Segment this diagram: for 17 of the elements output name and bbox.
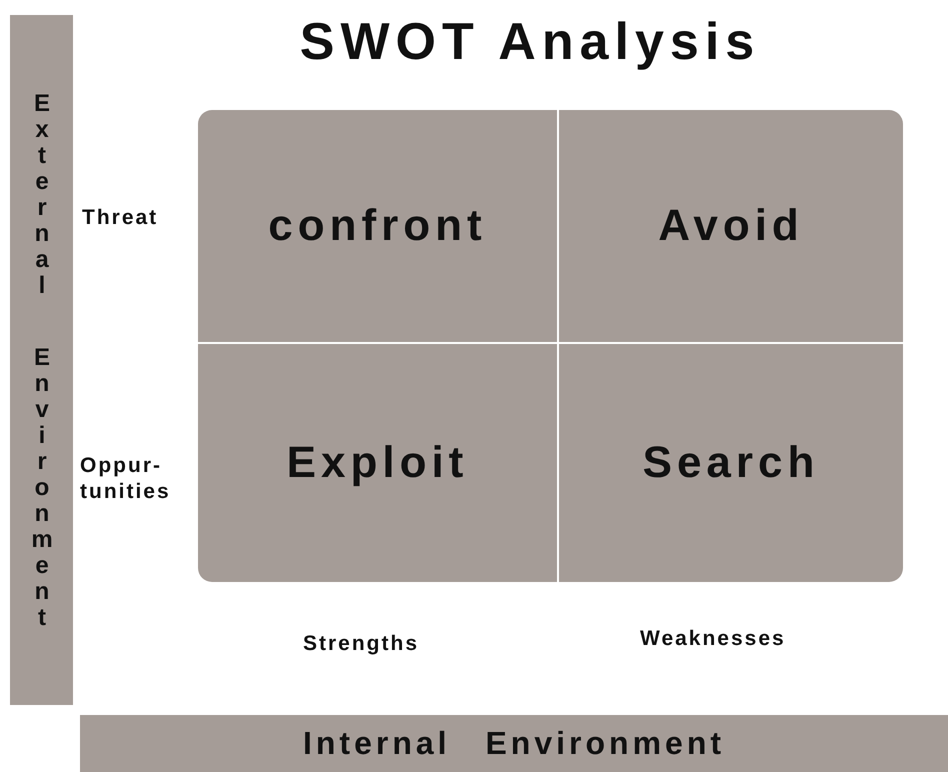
quadrant-label: confront <box>268 201 487 251</box>
axis-label: Strengths <box>303 632 420 656</box>
diagram-title: SWOT Analysis <box>298 12 762 72</box>
quadrant-label: Exploit <box>286 438 468 488</box>
axis-title: External Environment <box>30 90 54 630</box>
quadrant-box <box>198 110 557 342</box>
axis-title: Internal Environment <box>302 725 726 762</box>
side-bar <box>10 15 73 705</box>
quadrant-label: Search <box>642 438 820 488</box>
axis-label: Threat <box>82 206 158 230</box>
quadrant-box <box>198 344 557 582</box>
axis-label: Weaknesses <box>640 627 786 651</box>
bottom-bar <box>80 715 948 772</box>
quadrant-label: Avoid <box>658 201 804 251</box>
quadrant-box <box>559 110 903 342</box>
quadrant-box <box>559 344 903 582</box>
axis-label: Oppur- tunities <box>80 453 171 505</box>
